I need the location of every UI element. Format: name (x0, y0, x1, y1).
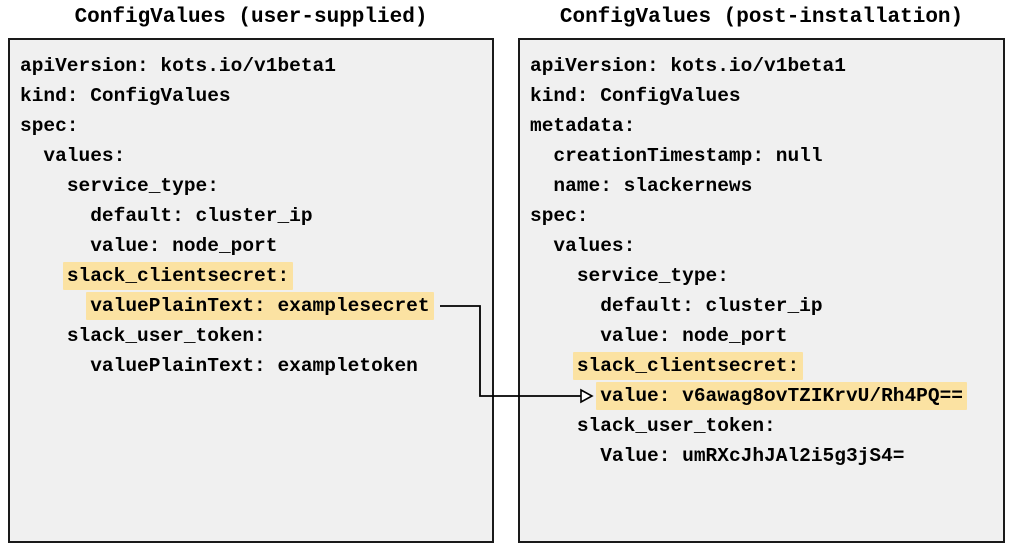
config-text: value: node_port (90, 235, 278, 257)
code-line: service_type: (20, 171, 492, 201)
code-line: apiVersion: kots.io/v1beta1 (530, 51, 1003, 81)
config-text: kind: ConfigValues (20, 85, 231, 107)
code-line: kind: ConfigValues (530, 81, 1003, 111)
code-line: spec: (20, 111, 492, 141)
config-text: name: slackernews (553, 175, 753, 197)
code-line: service_type: (530, 261, 1003, 291)
yaml-code-post-installation: apiVersion: kots.io/v1beta1 kind: ConfigV… (520, 40, 1003, 471)
yaml-code-user-supplied: apiVersion: kots.io/v1beta1 kind: ConfigV… (10, 40, 492, 381)
highlighted-config-text: value: v6awag8ovTZIKrvU/Rh4PQ== (596, 382, 967, 410)
code-line: default: cluster_ip (20, 201, 492, 231)
highlighted-config-text: valuePlainText: examplesecret (86, 292, 434, 320)
config-text: creationTimestamp: null (553, 145, 823, 167)
code-line: value: node_port (20, 231, 492, 261)
code-line: slack_user_token: (530, 411, 1003, 441)
code-line: valuePlainText: examplesecret (20, 291, 492, 321)
highlighted-config-text: slack_clientsecret: (572, 352, 804, 380)
code-line: valuePlainText: exampletoken (20, 351, 492, 381)
config-text: values: (43, 145, 126, 167)
panel-title-user-supplied: ConfigValues (user-supplied) (74, 6, 428, 29)
config-text: values: (553, 235, 636, 257)
config-text: kind: ConfigValues (530, 85, 741, 107)
config-text: Value: umRXcJhJAl2i5g3jS4= (600, 445, 905, 467)
code-line: values: (530, 231, 1003, 261)
code-line: slack_clientsecret: (20, 261, 492, 291)
config-text: service_type: (66, 175, 219, 197)
code-line: value: node_port (530, 321, 1003, 351)
code-line: spec: (530, 201, 1003, 231)
config-text: default: cluster_ip (600, 295, 823, 317)
code-line: values: (20, 141, 492, 171)
config-text: slack_user_token: (576, 415, 776, 437)
code-line: apiVersion: kots.io/v1beta1 (20, 51, 492, 81)
config-text: default: cluster_ip (90, 205, 313, 227)
code-line: metadata: (530, 111, 1003, 141)
config-text: valuePlainText: exampletoken (90, 355, 418, 377)
config-text: apiVersion: kots.io/v1beta1 (530, 55, 846, 77)
config-text: apiVersion: kots.io/v1beta1 (20, 55, 336, 77)
panel-post-installation: apiVersion: kots.io/v1beta1 kind: ConfigV… (518, 38, 1005, 543)
config-text: slack_user_token: (66, 325, 266, 347)
code-line: Value: umRXcJhJAl2i5g3jS4= (530, 441, 1003, 471)
config-text: spec: (20, 115, 79, 137)
code-line: kind: ConfigValues (20, 81, 492, 111)
panel-user-supplied: apiVersion: kots.io/v1beta1 kind: ConfigV… (8, 38, 494, 543)
code-line: default: cluster_ip (530, 291, 1003, 321)
code-line: slack_clientsecret: (530, 351, 1003, 381)
panel-title-post-installation: ConfigValues (post-installation) (559, 6, 964, 29)
config-text: metadata: (530, 115, 636, 137)
config-text: service_type: (576, 265, 729, 287)
config-text: value: node_port (600, 325, 788, 347)
config-text: spec: (530, 205, 589, 227)
code-line: value: v6awag8ovTZIKrvU/Rh4PQ== (530, 381, 1003, 411)
code-line: name: slackernews (530, 171, 1003, 201)
code-line: slack_user_token: (20, 321, 492, 351)
code-line: creationTimestamp: null (530, 141, 1003, 171)
highlighted-config-text: slack_clientsecret: (62, 262, 294, 290)
